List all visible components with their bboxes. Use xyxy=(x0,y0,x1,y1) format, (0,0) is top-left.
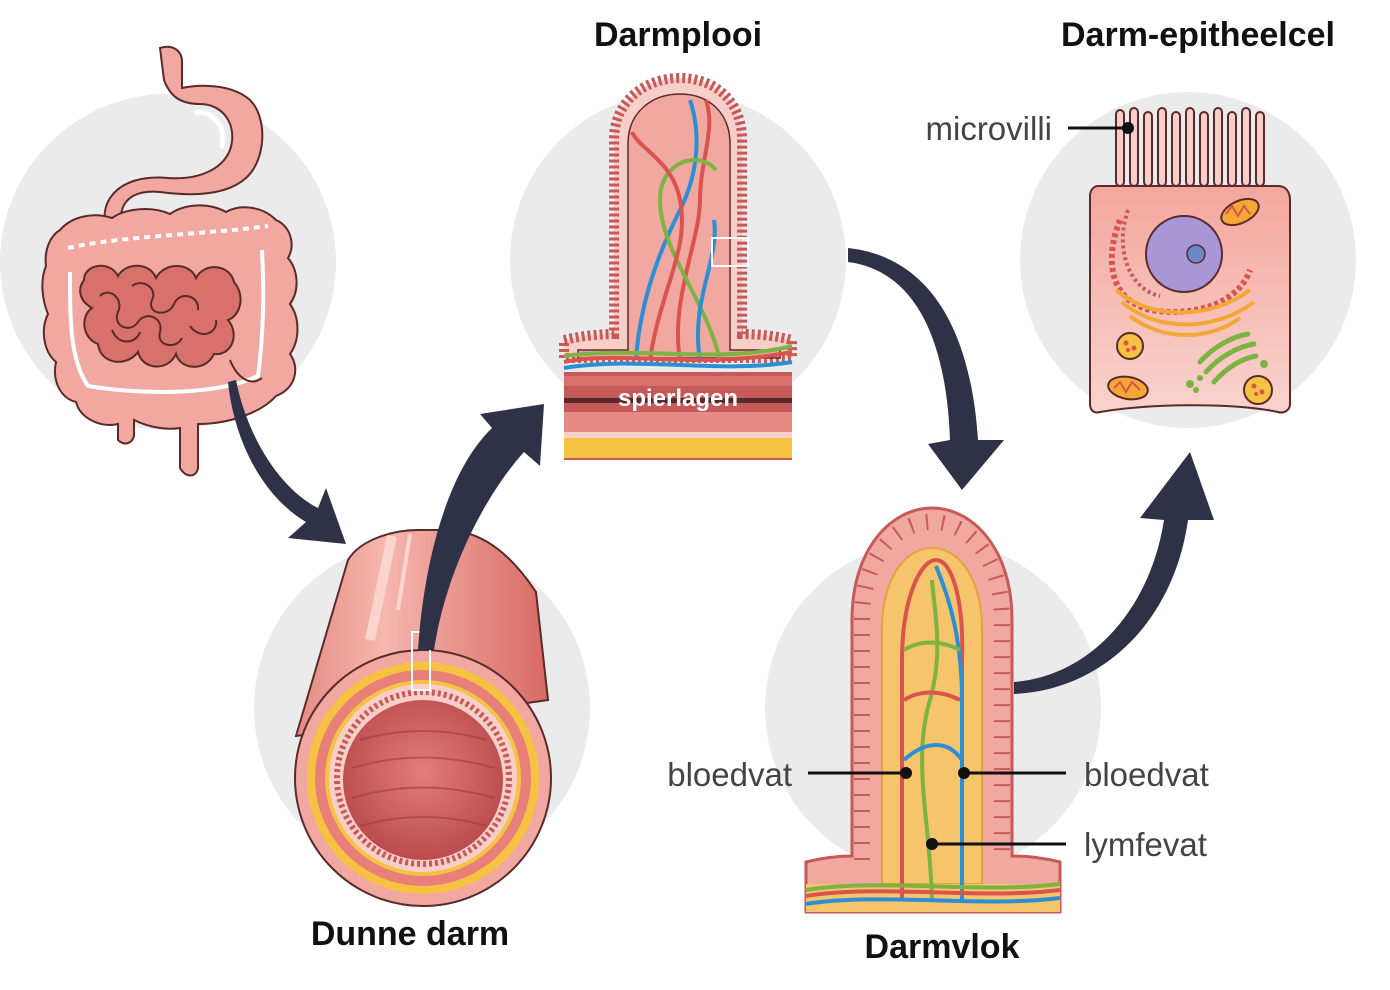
villus-icon xyxy=(804,506,1062,914)
flow-arrow-icon xyxy=(228,380,346,544)
lymph-vessel-label: lymfevat xyxy=(1084,826,1207,863)
blood-vessel-right-label: bloedvat xyxy=(1084,756,1209,793)
flow-arrow-icon xyxy=(1014,452,1214,694)
epithelial-cell-icon xyxy=(1089,107,1291,414)
cell-title: Darm-epitheelcel xyxy=(1061,16,1335,54)
flow-arrow-icon xyxy=(848,248,1004,490)
intestinal-fold-icon xyxy=(559,72,797,460)
microvilli-label: microvilli xyxy=(926,110,1053,147)
fold-title: Darmplooi xyxy=(594,16,762,54)
callout-lines xyxy=(808,122,1134,850)
villus-title: Darmvlok xyxy=(865,928,1020,966)
flow-arrow-icon xyxy=(418,404,544,650)
small-intestine-title: Dunne darm xyxy=(311,915,509,953)
blood-vessel-left-label: bloedvat xyxy=(667,756,792,793)
muscle-layers-label: spierlagen xyxy=(618,385,738,412)
